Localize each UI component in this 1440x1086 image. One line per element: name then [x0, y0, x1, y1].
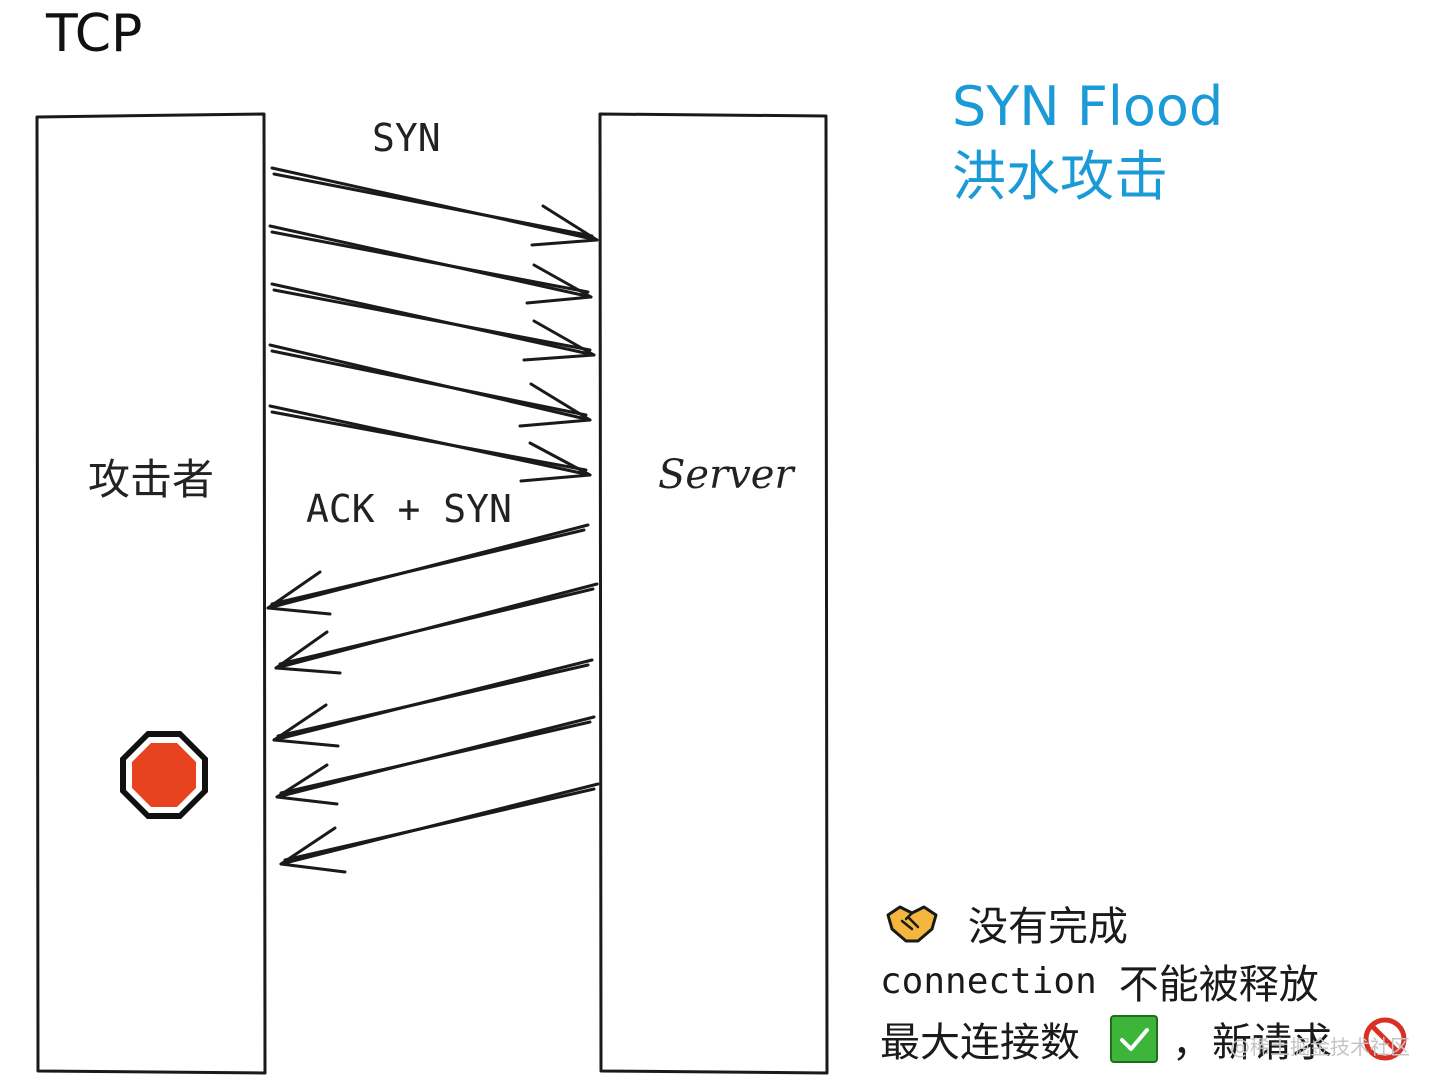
- ack-syn-arrow: [272, 658, 594, 748]
- attack-heading-en: SYN Flood: [952, 75, 1224, 138]
- syn-arrow: [268, 404, 592, 483]
- note-line-3: 最大连接数 ， 新请求: [880, 1010, 1408, 1068]
- note-new-request: 新请求: [1212, 1020, 1332, 1066]
- syn-arrow: [270, 166, 599, 247]
- server-column: [598, 112, 829, 1075]
- ack-syn-arrow: [275, 715, 596, 806]
- note-connection-code: connection: [880, 960, 1097, 1002]
- attack-heading: SYN Flood 洪水攻击: [952, 72, 1223, 212]
- notes: 没有完成 connection 不能被释放 最大连接数 ， 新请求: [880, 894, 1408, 1068]
- note-line-1: 没有完成: [880, 894, 1408, 952]
- syn-arrow: [268, 224, 593, 305]
- prohibited-icon: [1362, 1016, 1408, 1062]
- note-incomplete: 没有完成: [968, 904, 1128, 950]
- note-max-connections: 最大连接数: [880, 1020, 1080, 1066]
- watermark: @稀土掘金技术社区: [1230, 1035, 1410, 1059]
- handshake-icon: [884, 901, 940, 945]
- attack-heading-zh: 洪水攻击: [952, 145, 1168, 208]
- attacker-label: 攻击者: [88, 455, 215, 504]
- syn-arrow: [270, 282, 596, 362]
- note-line-2: connection 不能被释放: [880, 952, 1408, 1010]
- server-label: Server: [658, 452, 794, 498]
- stop-sign-icon: [120, 731, 208, 819]
- ack-syn-arrow: [279, 782, 600, 874]
- page-title: TCP: [46, 4, 143, 64]
- syn-arrow: [268, 343, 592, 428]
- ack-syn-arrow: [266, 523, 590, 616]
- note-not-released: 不能被释放: [1118, 962, 1319, 1008]
- note-separator: ，: [1172, 1020, 1212, 1066]
- ack-syn-label: ACK + SYN: [306, 487, 512, 531]
- check-mark-button-icon: [1110, 1015, 1158, 1063]
- syn-label: SYN: [372, 116, 441, 160]
- ack-syn-arrow: [274, 582, 599, 675]
- attacker-column: [35, 112, 267, 1075]
